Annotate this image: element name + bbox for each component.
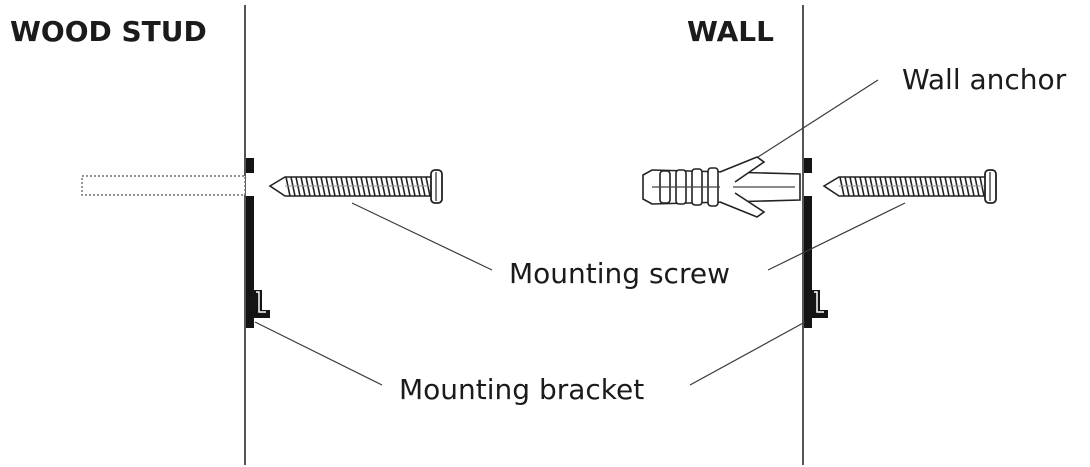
mounting-bracket-label: Mounting bracket bbox=[399, 373, 644, 406]
mounting-screw-leader-left bbox=[351, 202, 493, 271]
left-mounting-bracket bbox=[246, 158, 270, 328]
pilot-hole bbox=[81, 175, 246, 196]
mounting-screw-label: Mounting screw bbox=[509, 257, 730, 290]
wall-anchor bbox=[642, 156, 801, 218]
mounting-bracket-leader-left bbox=[254, 321, 383, 386]
wall-anchor-leader bbox=[757, 79, 879, 158]
wall-anchor-label: Wall anchor bbox=[902, 63, 1067, 96]
mounting-screw-leader-right bbox=[767, 202, 906, 271]
mounting-bracket-leader-right bbox=[689, 321, 806, 386]
right-mounting-bracket bbox=[804, 158, 828, 328]
left-mounting-screw bbox=[268, 169, 443, 204]
right-mounting-screw bbox=[822, 169, 997, 204]
wall-heading: WALL bbox=[687, 15, 774, 48]
wood-stud-heading: WOOD STUD bbox=[10, 15, 207, 48]
